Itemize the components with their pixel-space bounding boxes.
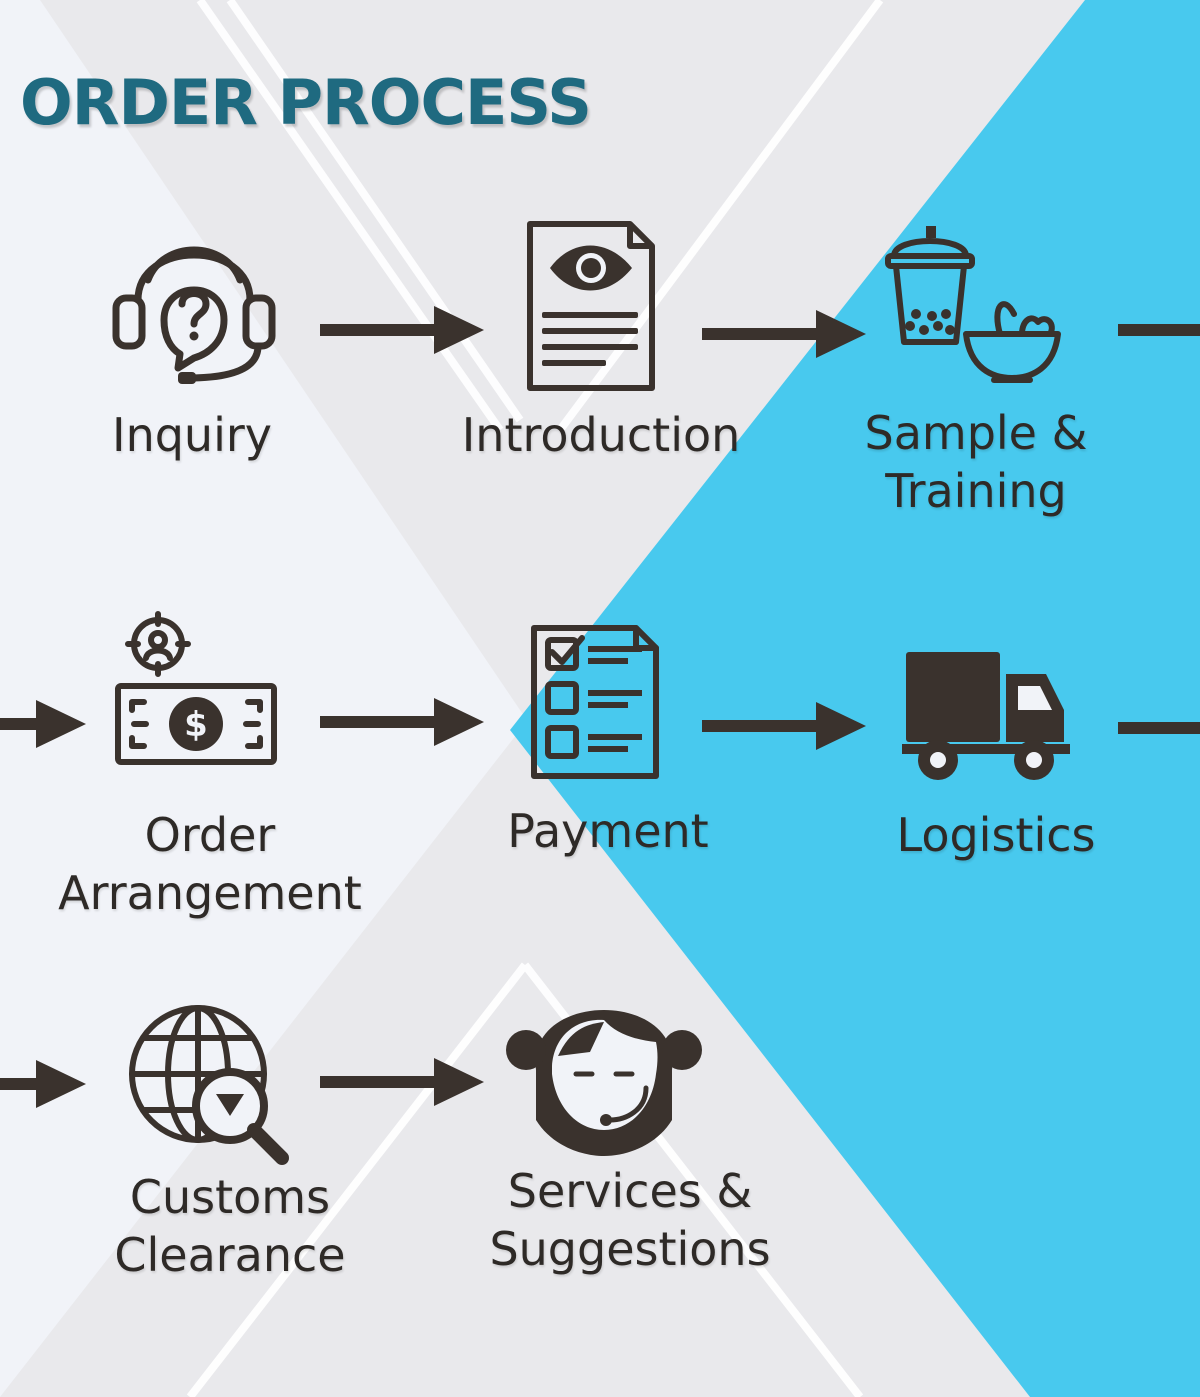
step-label-sample-training: Sample & Training <box>826 404 1126 520</box>
arrow-right-icon <box>320 1058 484 1106</box>
checklist-icon <box>531 625 659 779</box>
svg-text:$: $ <box>184 705 208 745</box>
step-label-services-suggestions: Services & Suggestions <box>440 1162 820 1278</box>
arrow-right-icon <box>702 702 866 750</box>
document-eye-icon <box>527 221 655 391</box>
arrow-right-icon <box>320 306 484 354</box>
step-label-introduction: Introduction <box>416 406 786 464</box>
headset-question-icon <box>112 246 276 384</box>
step-label-line: Logistics <box>896 808 1096 862</box>
globe-search-icon <box>129 1005 289 1165</box>
step-label-line: Arrangement <box>58 866 362 920</box>
step-label-inquiry: Inquiry <box>92 406 292 464</box>
step-label-line: Services & <box>507 1164 753 1218</box>
step-label-line: Payment <box>507 804 709 858</box>
step-label-customs-clearance: Customs Clearance <box>70 1168 390 1284</box>
step-label-line: Training <box>885 464 1067 518</box>
step-label-line: Sample & <box>864 406 1088 460</box>
money-target-icon: $ <box>115 611 277 765</box>
page-title: ORDER PROCESS <box>20 66 592 139</box>
step-label-line: Clearance <box>114 1228 346 1282</box>
truck-icon <box>902 652 1070 780</box>
step-label-line: Order <box>144 808 276 862</box>
step-label-line: Inquiry <box>112 408 272 462</box>
arrow-continue-icon <box>1118 324 1200 336</box>
step-label-payment: Payment <box>458 802 758 860</box>
arrow-right-icon <box>702 310 866 358</box>
step-label-logistics: Logistics <box>846 806 1146 864</box>
bubble-tea-bowl-icon <box>885 226 1061 383</box>
support-agent-icon <box>506 1010 702 1156</box>
step-label-order-arrangement: Order Arrangement <box>10 806 410 922</box>
arrow-continue-icon <box>1118 722 1200 734</box>
step-label-line: Customs <box>129 1170 331 1224</box>
step-label-line: Introduction <box>461 408 741 462</box>
arrow-right-icon <box>0 700 86 748</box>
arrow-right-icon <box>0 1060 86 1108</box>
arrow-right-icon <box>320 698 484 746</box>
step-label-line: Suggestions <box>489 1222 771 1276</box>
